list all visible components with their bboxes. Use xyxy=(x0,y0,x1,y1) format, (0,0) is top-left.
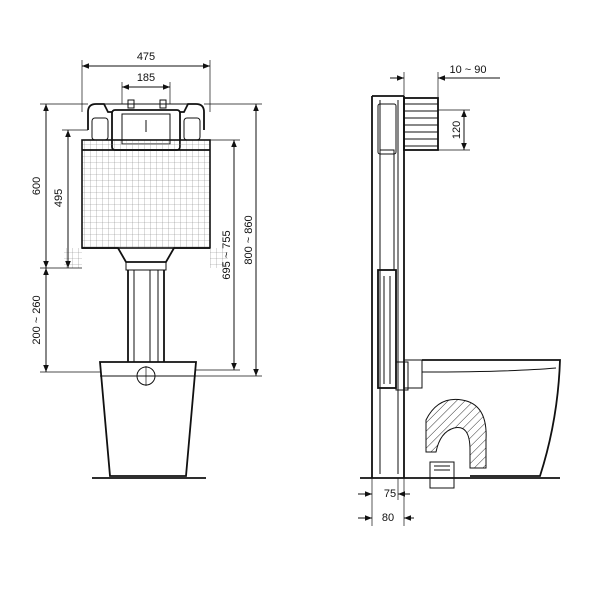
dim-wall-gap: 10 ~ 90 xyxy=(390,64,500,98)
wall-panel xyxy=(371,95,423,478)
cistern-body xyxy=(64,139,228,268)
dim-height-495: 495 xyxy=(53,129,88,268)
dim-height-200-260: 200 ~ 260 xyxy=(31,268,100,373)
dim-label-185: 185 xyxy=(137,72,155,84)
flush-pipe xyxy=(125,261,167,362)
front-view: 475 185 xyxy=(31,51,262,479)
dim-label-75: 75 xyxy=(384,488,396,500)
dim-width-total: 475 xyxy=(81,51,211,112)
toilet-bowl-side xyxy=(360,359,561,489)
dim-width-inner: 185 xyxy=(121,72,171,104)
dim-label-80: 80 xyxy=(382,512,394,524)
toilet-bowl-front xyxy=(92,361,206,479)
dim-label-495: 495 xyxy=(53,189,65,207)
dim-label-695-755: 695 ~ 755 xyxy=(221,230,233,279)
cistern-top xyxy=(87,99,205,151)
dim-label-475: 475 xyxy=(137,51,155,63)
dim-button-height: 120 xyxy=(438,109,470,151)
dim-height-600: 600 xyxy=(31,103,88,269)
dim-label-120: 120 xyxy=(451,121,463,139)
side-view: 10 ~ 90 120 75 xyxy=(358,64,561,526)
dim-label-600: 600 xyxy=(31,177,43,195)
dim-depth-80: 80 xyxy=(358,478,414,526)
dim-label-800-860: 800 ~ 860 xyxy=(243,215,255,264)
dim-height-800-860: 800 ~ 860 xyxy=(196,103,262,377)
flush-plate-housing xyxy=(403,97,439,151)
dim-label-10-90: 10 ~ 90 xyxy=(449,64,486,76)
dim-height-695-755: 695 ~ 755 xyxy=(196,139,240,371)
dim-label-200-260: 200 ~ 260 xyxy=(31,295,43,344)
